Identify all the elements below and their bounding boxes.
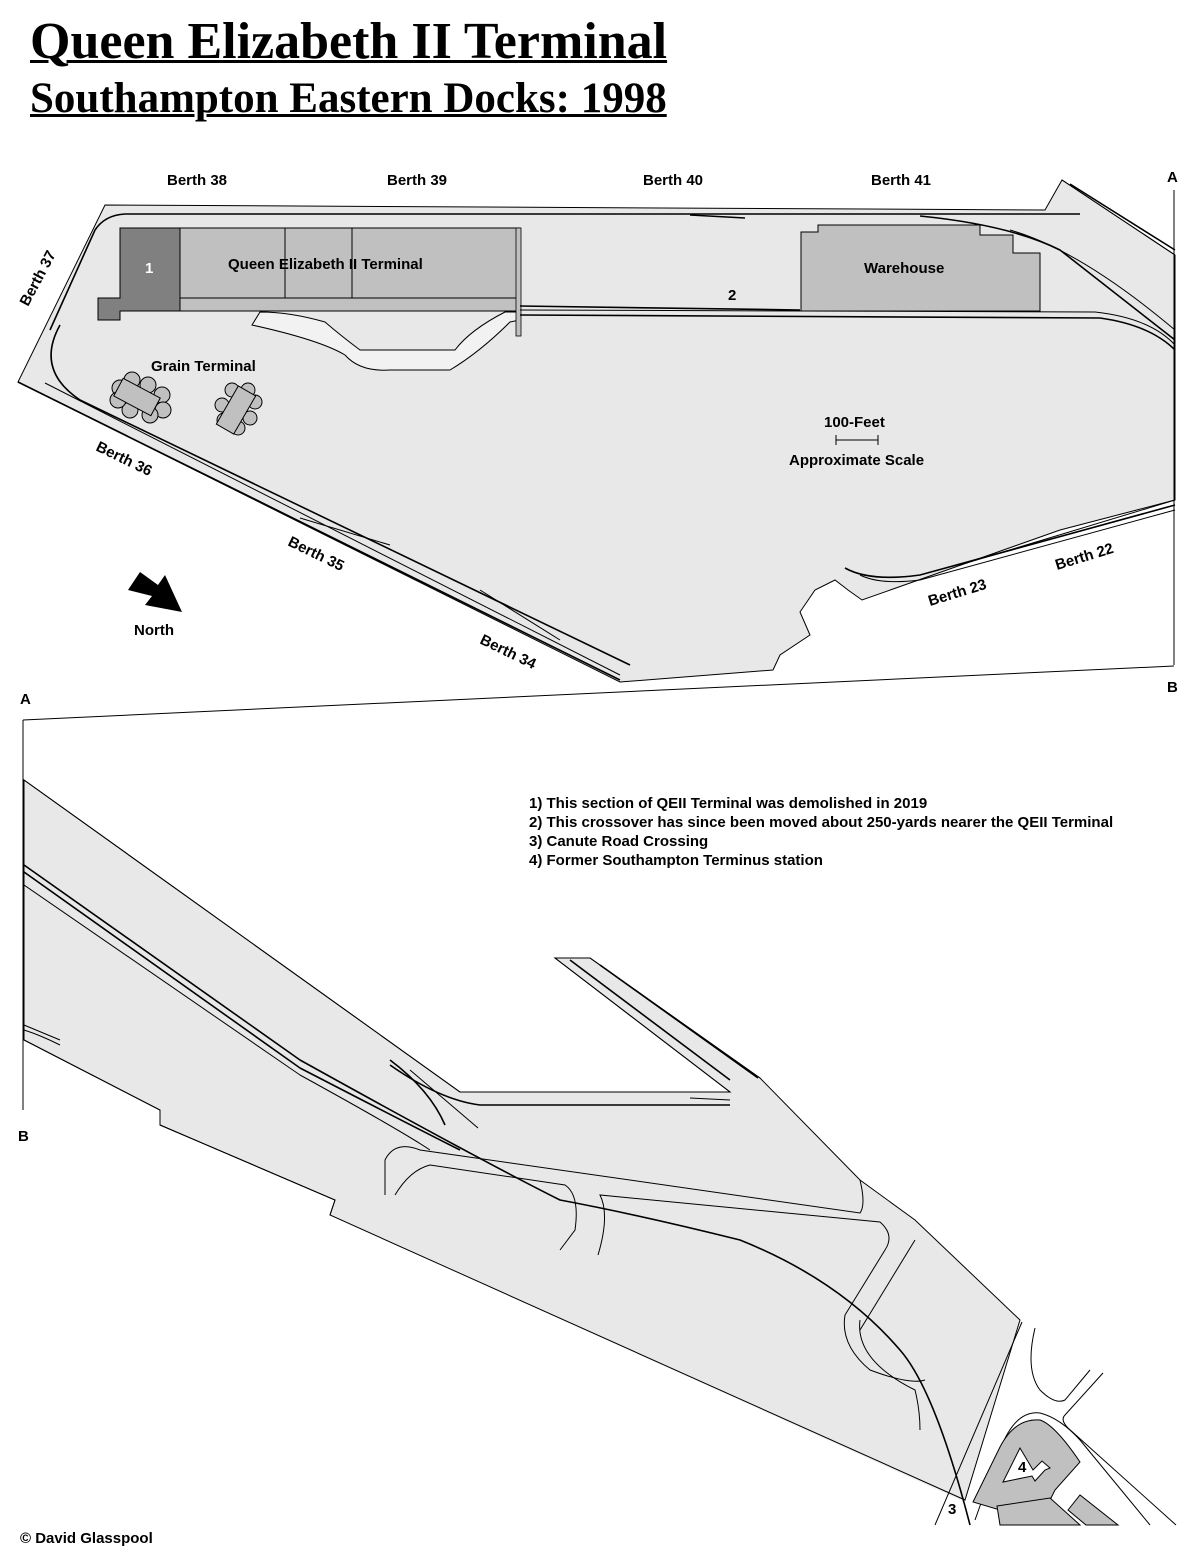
warehouse-building — [800, 224, 1041, 312]
note-2: 2) This crossover has since been moved a… — [529, 814, 1113, 831]
demolished-section — [97, 227, 181, 321]
note-1: 1) This section of QEII Terminal was dem… — [529, 795, 927, 812]
berth-23-label: Berth 23 — [926, 576, 988, 610]
scale-bar — [835, 435, 879, 445]
berth-41-label: Berth 41 — [871, 172, 931, 189]
match-a-top: A — [1167, 169, 1178, 186]
grain-terminal-label: Grain Terminal — [151, 358, 256, 375]
north-label: North — [134, 622, 174, 639]
match-b-top: B — [1167, 679, 1178, 696]
match-a-bottom: A — [20, 691, 31, 708]
warehouse-label: Warehouse — [864, 260, 944, 277]
scale-label: Approximate Scale — [789, 452, 924, 469]
railway-tracks-north — [17, 183, 1176, 681]
match-line-divider — [22, 665, 1175, 721]
bottom-panel: 1) This section of QEII Terminal was dem… — [18, 691, 1177, 1547]
scale-distance-label: 100-Feet — [824, 414, 885, 431]
berth-22-label: Berth 22 — [1053, 540, 1115, 574]
match-b-bottom: B — [18, 1128, 29, 1145]
top-panel: Berth 38 Berth 39 Berth 40 Berth 41 Bert… — [17, 169, 1178, 721]
map-subtitle: Southampton Eastern Docks: 1998 — [30, 75, 667, 122]
copyright: © David Glasspool — [20, 1530, 153, 1547]
marker-2: 2 — [728, 287, 736, 304]
qe2-terminal-building — [119, 227, 521, 312]
marker-3: 3 — [948, 1501, 956, 1518]
terminus-station-building — [972, 1419, 1120, 1526]
qe2-terminal-label: Queen Elizabeth II Terminal — [228, 256, 423, 273]
berth-39-label: Berth 39 — [387, 172, 447, 189]
berth-37-label: Berth 37 — [17, 248, 60, 309]
marker-1: 1 — [145, 260, 153, 277]
railway-tracks-south — [23, 864, 971, 1526]
note-3: 3) Canute Road Crossing — [529, 833, 708, 850]
grain-silo — [109, 371, 172, 424]
roads-south — [384, 1146, 1177, 1526]
map-title: Queen Elizabeth II Terminal — [30, 13, 668, 70]
berth-38-label: Berth 38 — [167, 172, 227, 189]
north-arrow-icon — [128, 572, 182, 612]
dock-land-south — [23, 779, 1021, 1501]
berth-40-label: Berth 40 — [643, 172, 703, 189]
note-4: 4) Former Southampton Terminus station — [529, 852, 823, 869]
grain-silo — [214, 382, 263, 436]
marker-4: 4 — [1018, 1459, 1027, 1476]
